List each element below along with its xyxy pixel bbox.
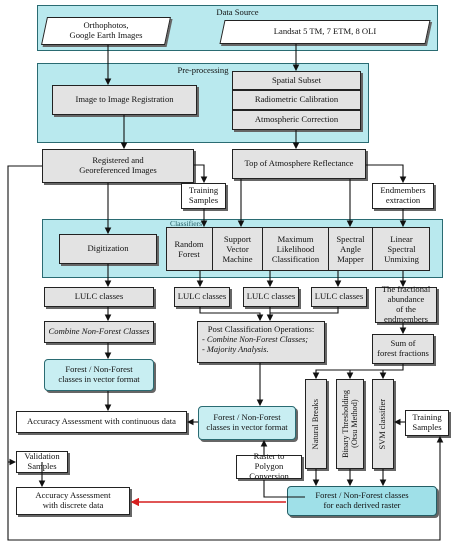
lulc-classes-digitization: LULC classes (44, 287, 154, 307)
natural-breaks-box: Natural Breaks (305, 379, 327, 469)
validation-samples-box: Validation Samples (16, 451, 68, 473)
random-forest-cell: Random Forest (174, 238, 204, 259)
otsu-thresholding-box: Binary Thresholding (Otsu Method) (336, 379, 364, 469)
raster-to-polygon-box: Raster to Polygon Conversion (236, 451, 302, 481)
data-source-title: Data Source (216, 7, 259, 17)
svm-cell: Support Vector Machine (212, 227, 262, 271)
registered-images-box: Registered and Georeferenced Images (42, 149, 194, 183)
lulc-classes-sam: LULC classes (311, 287, 367, 307)
accuracy-discrete-box: Accuracy Assessment with discrete data (16, 487, 130, 515)
toa-reflectance-box: Top of Atmosphere Reflectance (232, 149, 366, 179)
digitization-box: Digitization (59, 234, 157, 264)
training-samples-right: Training Samples (405, 410, 449, 436)
lulc-classes-rf: LULC classes (174, 287, 230, 307)
sum-forest-fractions-box: Sum of forest fractions (372, 334, 434, 364)
forest-raster-box: Forest / Non-Forest classes for each der… (287, 486, 437, 516)
linear-spectral-unmixing-cell: Linear Spectral Unmixing (372, 227, 430, 271)
forest-vector-mid: Forest / Non-Forest classes in vector fo… (198, 406, 296, 440)
fractional-abundance-box: The fractional abundance of the endmembe… (375, 284, 437, 324)
input-landsat: Landsat 5 TM, 7 ETM, 8 OLI (219, 20, 431, 44)
lulc-classes-mlc: LULC classes (243, 287, 299, 307)
accuracy-continuous-box: Accuracy Assessment with continuous data (16, 411, 187, 433)
spatial-subset-box: Spatial Subset (232, 71, 361, 90)
atmospheric-correction-box: Atmospheric Correction (232, 110, 361, 130)
image-registration-box: Image to Image Registration (52, 85, 197, 115)
spectral-angle-mapper-cell: Spectral Angle Mapper (328, 227, 372, 271)
endmembers-extraction-box: Endmembers extraction (372, 183, 434, 209)
preprocessing-title: Pre-processing (177, 65, 229, 75)
radiometric-calibration-box: Radiometric Calibration (232, 90, 361, 110)
input-orthophotos: Orthophotos, Google Earth Images (41, 17, 171, 45)
post-classification-box: Post Classification Operations: - Combin… (197, 321, 325, 363)
svm-classifier-box: SVM classifier (372, 379, 394, 469)
combine-non-forest-box: Combine Non-Forest Classes (44, 321, 154, 343)
forest-vector-left: Forest / Non-Forest classes in vector fo… (44, 359, 154, 391)
post-item-combine: - Combine Non-Forest Classes; (202, 334, 308, 344)
maximum-likelihood-cell: Maximum Likelihood Classification (262, 227, 328, 271)
post-classification-title: Post Classification Operations: (207, 324, 315, 334)
post-item-majority: - Majority Analysis. (202, 344, 269, 354)
training-samples-top: Training Samples (181, 183, 226, 209)
